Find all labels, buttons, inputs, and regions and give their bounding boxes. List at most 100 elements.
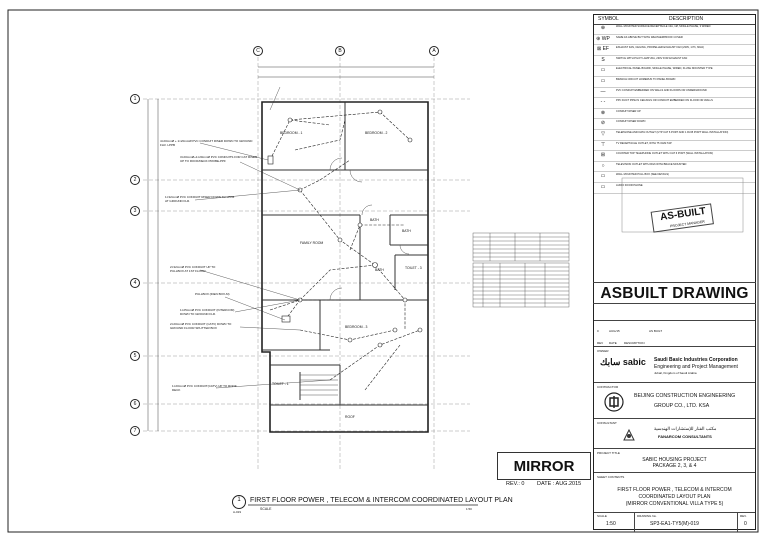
legend-row: ○TELEVISION OUTLET WITH RG6 WITH BRACE M… bbox=[594, 162, 755, 173]
legend-row: ▽ TELEPHONE AND DATA OUTLET (UTP CAT 6 PO… bbox=[594, 130, 755, 141]
legend-row: ⊕WALL MOUNTED SURFACE RECEPTACLE 13A, 1Ø… bbox=[594, 24, 755, 35]
legend-symbol-icon: ▭ bbox=[600, 77, 606, 84]
room-label: BATH bbox=[375, 268, 384, 272]
plan-title: FIRST FLOOR POWER , TELECOM & INTERCOM C… bbox=[250, 497, 513, 504]
legend-description: BRANCH CIRCUIT HOMERUN TO PANEL BOARD bbox=[616, 77, 676, 81]
project-line-1: SABIC HOUSING PROJECT bbox=[642, 457, 707, 463]
legend-symbol-icon: ▭ bbox=[600, 183, 606, 190]
drawing-number: SP3-EA1-TY5(M)-019 bbox=[650, 521, 699, 527]
annotation: 3×20mmØ+1×20mmØ PVC CONDUITS FOR CAT RIS… bbox=[180, 155, 258, 163]
sheet-line-3: (MIRROR CONVENTIONAL VILLA TYPE 5) bbox=[625, 501, 724, 507]
symbol-legend-list: ⊕WALL MOUNTED SURFACE RECEPTACLE 13A, 1Ø… bbox=[594, 24, 755, 194]
drawing-number-label: DRAWING No. bbox=[637, 514, 657, 518]
legend-description: TV RECEPTACLE OUTLET, WITH 75 OHM TAP bbox=[616, 141, 672, 145]
legend-row: ▭ ELECTRICAL PANEL BOARD, SINGLE PHASE, W… bbox=[594, 66, 755, 77]
legend-symbol-icon: ⊞ bbox=[600, 152, 606, 159]
fanarcom-logo-icon bbox=[623, 428, 635, 441]
title-block: SYMBOL DESCRIPTION ⊕WALL MOUNTED SURFACE… bbox=[593, 14, 757, 532]
legend-description: ELECTRICAL PANEL BOARD, SINGLE PHASE, WI… bbox=[616, 67, 713, 71]
mirror-rev: REV.: 0 bbox=[506, 481, 525, 487]
room-label: TOILET - 3 bbox=[405, 266, 422, 270]
legend-description: TELEPHONE AND DATA OUTLET (UTP CAT 6 POR… bbox=[616, 130, 729, 134]
desc-header: DESCRIPTION bbox=[624, 341, 645, 345]
revision-number: 0 bbox=[597, 329, 599, 333]
legend-description: SAME AS ABOVE BUT WITH WEATHERPROOF COVE… bbox=[616, 35, 683, 39]
grid-row-1: 1 bbox=[130, 94, 140, 104]
legend-symbol-icon: ▽ bbox=[601, 130, 605, 137]
drawing-info-block: SCALE 1:50 DRAWING No. SP3-EA1-TY5(M)-01… bbox=[594, 512, 757, 532]
contractor-block: CONTRACTOR BEIJING CONSTRUCTION ENGINEER… bbox=[594, 382, 755, 418]
contractor-label: CONTRACTOR bbox=[597, 385, 619, 389]
legend-row: ▭ BRANCH CIRCUIT HOMERUN TO PANEL BOARD bbox=[594, 77, 755, 88]
asbuilt-stamp: AS-BUILT PROJECT MANAGER bbox=[620, 176, 745, 234]
scale-cell: SCALE 1:50 bbox=[594, 513, 635, 532]
legend-symbol-icon: — bbox=[600, 88, 606, 95]
legend-symbol-icon: ⊕ WP bbox=[596, 35, 610, 42]
legend-description: WALL MOUNTED PULL BOX (SEE DETAILS) bbox=[616, 173, 669, 177]
grid-column-a: A bbox=[429, 46, 439, 56]
annotation: 1×20mmØ PVC CONDUIT(CATV) UP TO ROOF DEC… bbox=[172, 384, 237, 392]
revision-block: 0 AUG/15 AS BUILT REV DATE DESCRIPTION bbox=[594, 320, 755, 346]
room-label: BATH bbox=[370, 218, 379, 222]
legend-description: SWITCH WITH PILOT LAMP 20A, 230V FOR EXH… bbox=[616, 56, 688, 60]
plan-scale-value: 1:50 bbox=[466, 507, 472, 511]
room-label: BEDROOM - 2 bbox=[365, 131, 388, 135]
sheet-contents-block: SHEET CONTENTS FIRST FLOOR POWER , TELEC… bbox=[594, 472, 755, 512]
legend-row: ⊘CONDUIT RISER DOWN bbox=[594, 119, 755, 130]
legend-row: ▭ AUDIO DOOR PHONE bbox=[594, 183, 755, 194]
sheet-line-1: FIRST FLOOR POWER , TELECOM & INTERCOM bbox=[617, 487, 732, 493]
legend-row: — PVC CONDUIT EMBEDDED ON WALLS AND FLOOR… bbox=[594, 88, 755, 99]
grid-row-4: 4 bbox=[130, 278, 140, 288]
revision-date: AUG/15 bbox=[609, 329, 620, 333]
owner-label: OWNER bbox=[597, 349, 609, 353]
symbol-legend-header: SYMBOL DESCRIPTION bbox=[594, 15, 755, 25]
grid-row-5: 5 bbox=[130, 351, 140, 361]
sheet-contents-label: SHEET CONTENTS bbox=[597, 475, 625, 479]
legend-symbol-icon: ⊕ bbox=[600, 25, 606, 31]
legend-row: ⊞ COUNTER TOP TELEPHONE OUTLET WITH CAT 6… bbox=[594, 151, 755, 162]
mirror-date: DATE : AUG.2015 bbox=[537, 481, 582, 487]
rev-cell: REV. 0 bbox=[737, 513, 757, 532]
legend-row: ⊗CONDUIT RISER UP bbox=[594, 109, 755, 120]
scale-label: SCALE bbox=[597, 514, 607, 518]
room-label: BEDROOM - 1 bbox=[280, 131, 303, 135]
legend-row: ⊕ WP SAME AS ABOVE BUT WITH WEATHERPROOF … bbox=[594, 35, 755, 46]
mirror-label: MIRROR bbox=[497, 452, 591, 480]
room-label: TOILET - 1 bbox=[272, 382, 289, 386]
legend-description: EXHAUST FAN, CEILING, PROPELLER EXHAUST … bbox=[616, 46, 705, 50]
annotation: 1×32mmØ PVC CONDUIT RISER DOWN TO LPPB A… bbox=[165, 195, 235, 203]
annotation: 2×20mmØ PVC CONDUIT (CATV) DOWN TO GROUN… bbox=[170, 322, 232, 330]
grid-row-3: 3 bbox=[130, 206, 140, 216]
room-label: BATH bbox=[402, 229, 411, 233]
legend-description: PPC DUCT PIPE IN CEILINGS OR CONDUIT EMB… bbox=[616, 99, 713, 103]
legend-description: CONDUIT RISER DOWN bbox=[616, 120, 646, 124]
legend-description: PVC CONDUIT EMBEDDED ON WALLS AND FLOORS… bbox=[616, 88, 707, 92]
rev-value: 0 bbox=[744, 521, 747, 527]
plan-number-bubble: 1 bbox=[232, 495, 246, 509]
annotation: 1×25mmØ PVC CONDUIT (INTERCOM) DOWN TO G… bbox=[180, 308, 235, 316]
room-label: FAMILY ROOM bbox=[300, 241, 324, 245]
scale-value: 1:50 bbox=[606, 521, 616, 527]
legend-row: ▭ WALL MOUNTED PULL BOX (SEE DETAILS) bbox=[594, 172, 755, 183]
consultant-name: FANARCOM CONSULTANTS bbox=[658, 434, 712, 439]
legend-description: TELEVISION OUTLET WITH RG6 WITH BRACE MO… bbox=[616, 162, 687, 166]
legend-description: AUDIO DOOR PHONE bbox=[616, 183, 643, 187]
annotation: 2×32mmØ PVC CONDUIT UP TO PULLBOX AT 1ST… bbox=[170, 265, 216, 273]
legend-symbol-icon: ▭ bbox=[600, 173, 606, 180]
legend-description: COUNTER TOP TELEPHONE OUTLET WITH CAT 6 … bbox=[616, 152, 714, 156]
legend-symbol-icon: ▭ bbox=[600, 67, 606, 74]
legend-symbol-icon: - - bbox=[600, 99, 606, 106]
plan-ref: A-019 bbox=[233, 510, 242, 514]
room-label: BEDROOM - 3 bbox=[345, 325, 368, 329]
room-label: ROOF bbox=[345, 415, 355, 419]
stamp-graphic bbox=[621, 177, 744, 233]
rev-label: REV. bbox=[740, 514, 747, 518]
contractor-name-2: GROUP CO., LTD. KSA bbox=[654, 403, 710, 409]
sheet-line-2: COORDINATED LAYOUT PLAN bbox=[638, 494, 711, 500]
legend-symbol-icon: S bbox=[601, 56, 605, 63]
drawing-number-cell: DRAWING No. SP3-EA1-TY5(M)-019 bbox=[634, 513, 738, 532]
description-header: DESCRIPTION bbox=[669, 16, 704, 22]
plan-scale-label: SCALE bbox=[260, 507, 272, 511]
